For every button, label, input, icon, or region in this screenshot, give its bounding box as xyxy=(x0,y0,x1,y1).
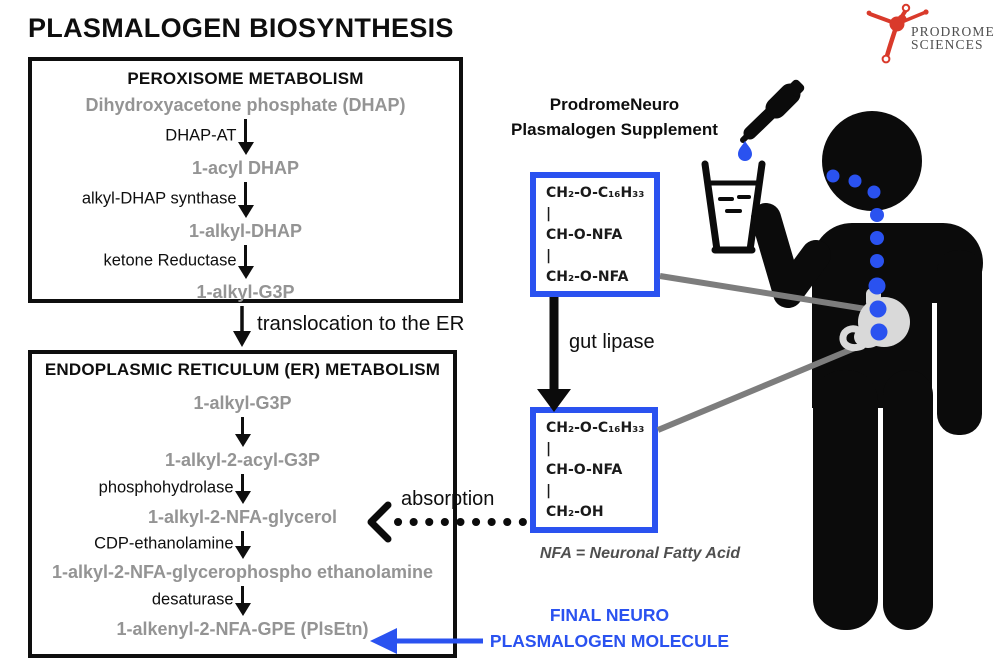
enzyme-label: desaturase xyxy=(151,590,234,609)
supplement-path-dots xyxy=(826,169,888,341)
formula-line: CH₂-O-C₁₆H₃₃ xyxy=(546,420,645,436)
er-metabolism-box: ENDOPLASMIC RETICULUM (ER) METABOLISM 1-… xyxy=(28,350,457,658)
er-box-header: ENDOPLASMIC RETICULUM (ER) METABOLISM xyxy=(44,360,441,379)
down-arrow-icon xyxy=(234,417,251,447)
metabolite-label: 1-alkyl-2-acyl-G3P xyxy=(164,450,321,470)
neuron-logo-icon xyxy=(866,3,929,64)
final-label-line-2: PLASMALOGEN MOLECULE xyxy=(489,631,730,651)
peroxisome-metabolism-box: PEROXISOME METABOLISM Dihydroxyacetone p… xyxy=(28,57,463,303)
water-glass-icon xyxy=(701,160,766,254)
pathway-step: alkyl-DHAP synthase xyxy=(32,180,459,220)
metabolite-label: 1-alkenyl-2-NFA-GPE (PlsEtn) xyxy=(116,619,369,639)
enzyme-label: DHAP-AT xyxy=(165,126,237,145)
digested-molecule-box: CH₂-O-C₁₆H₃₃ | CH-O-NFA | CH₂-OH xyxy=(530,407,658,533)
logo-wordmark: PRODROME SCIENCES xyxy=(911,24,995,52)
pathway-step: desaturase xyxy=(32,584,453,618)
bond-line: | xyxy=(546,441,552,457)
bond-line: | xyxy=(546,206,552,222)
final-molecule-label: FINAL NEURO PLASMALOGEN MOLECULE xyxy=(472,602,747,654)
bond-line: | xyxy=(546,248,552,264)
pathway-step: CDP-ethanolamine xyxy=(32,529,453,561)
absorption-label: absorption xyxy=(401,488,495,510)
pathway-step: phosphohydrolase xyxy=(32,472,453,506)
translocation-label: translocation to the ER xyxy=(257,312,465,335)
down-arrow-icon xyxy=(237,245,254,279)
gut-lipase-label: gut lipase xyxy=(569,331,655,353)
formula-line: CH₂-OH xyxy=(546,504,604,520)
gut-lipase-arrow-icon xyxy=(537,297,571,412)
metabolite-label: 1-alkyl-DHAP xyxy=(188,221,303,241)
connector-line-supplement-to-stomach xyxy=(659,273,873,313)
formula-line: CH-O-NFA xyxy=(546,462,623,478)
metabolite-label: 1-alkyl-G3P xyxy=(196,282,295,302)
down-arrow-icon xyxy=(234,531,251,559)
down-arrow-icon xyxy=(237,119,254,155)
pathway-step: ketone Reductase xyxy=(32,243,459,281)
connector-line-digested-to-stomach xyxy=(656,342,864,433)
page-title: PLASMALOGEN BIOSYNTHESIS xyxy=(28,13,454,43)
down-arrow-icon xyxy=(234,474,251,504)
person-icon xyxy=(812,111,983,630)
formula-line: CH₂-O-NFA xyxy=(546,269,629,285)
bond-line: | xyxy=(546,483,552,499)
pathway-step xyxy=(32,415,453,449)
enzyme-label: CDP-ethanolamine xyxy=(94,534,234,553)
final-label-line-1: FINAL NEURO xyxy=(549,605,670,625)
stomach-icon xyxy=(839,288,910,352)
supplement-heading: ProdromeNeuro Plasmalogen Supplement xyxy=(492,92,737,142)
supplement-molecule-box: CH₂-O-C₁₆H₃₃ | CH-O-NFA | CH₂-O-NFA xyxy=(530,172,660,297)
logo-line-2: SCIENCES xyxy=(911,37,984,52)
metabolite-label: 1-alkyl-2-NFA-glycerophospho ethanolamin… xyxy=(51,562,434,582)
formula-line: CH-O-NFA xyxy=(546,227,623,243)
formula-line: CH₂-O-C₁₆H₃₃ xyxy=(546,185,645,201)
supplement-heading-line-1: ProdromeNeuro xyxy=(549,95,680,114)
down-arrow-icon xyxy=(234,586,251,616)
metabolite-label: 1-acyl DHAP xyxy=(191,158,300,178)
pathway-step: DHAP-AT xyxy=(32,117,459,157)
supplement-heading-line-2: Plasmalogen Supplement xyxy=(511,120,718,139)
logo-line-1: PRODROME xyxy=(911,24,995,39)
metabolite-label: Dihydroxyacetone phosphate (DHAP) xyxy=(85,95,406,115)
droplet-icon xyxy=(738,141,752,161)
peroxisome-box-header: PEROXISOME METABOLISM xyxy=(127,69,364,88)
enzyme-label: phosphohydrolase xyxy=(98,478,234,497)
translocation-arrow-icon xyxy=(233,306,251,347)
enzyme-label: alkyl-DHAP synthase xyxy=(81,189,237,208)
arm-holding-glass xyxy=(751,203,831,308)
enzyme-label: ketone Reductase xyxy=(103,251,237,270)
metabolite-label: 1-alkyl-G3P xyxy=(193,393,292,413)
dropper-icon xyxy=(740,79,805,143)
nfa-abbreviation-note: NFA = Neuronal Fatty Acid xyxy=(539,545,741,562)
metabolite-label: 1-alkyl-2-NFA-glycerol xyxy=(147,507,338,527)
down-arrow-icon xyxy=(237,182,254,218)
